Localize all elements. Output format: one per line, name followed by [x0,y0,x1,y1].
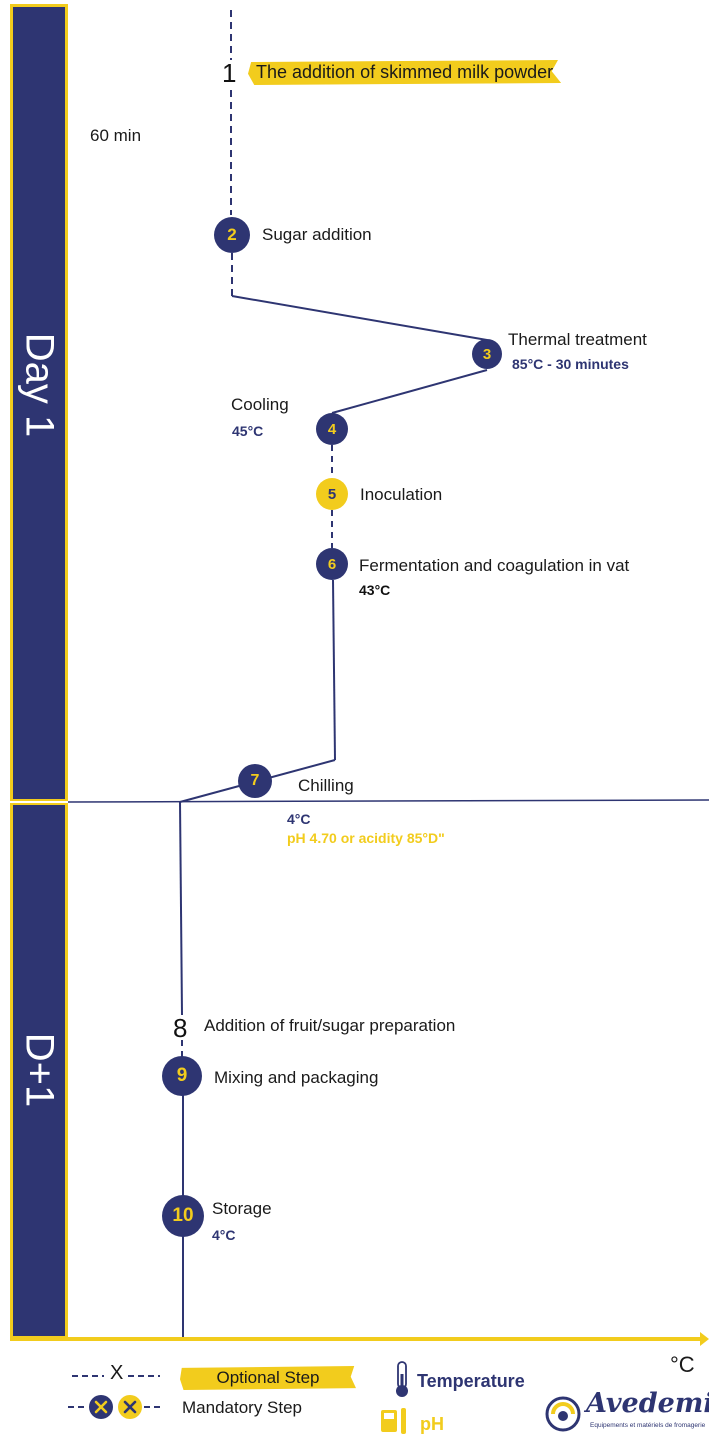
day2-phase-bar [10,802,68,1339]
step-10-temperature: 4°C [212,1227,236,1243]
step-7-ph: pH 4.70 or acidity 85°D" [287,830,445,846]
step-7-label: Chilling [298,776,354,795]
day-divider-line [67,799,709,803]
step-5-marker: 5 [316,478,348,510]
ph-meter-icon [381,1408,406,1434]
step-2-label: Sugar addition [262,225,372,244]
step-9-marker: 9 [162,1056,202,1096]
step-1-number: 1 [222,58,237,88]
step-6-label: Fermentation and coagulation in vat [359,556,630,575]
step-10-marker: 10 [162,1195,204,1237]
thermometer-icon [396,1361,408,1397]
optional-symbol-dashes [72,1375,160,1377]
step-3-temperature: 85°C - 30 minutes [512,356,629,372]
step-8-label: Addition of fruit/sugar preparation [204,1016,456,1035]
step-6-marker: 6 [316,548,348,580]
step-7-temperature: 4°C [287,811,311,827]
brand-logo-icon [545,1396,581,1432]
step-5-label: Inoculation [360,485,443,504]
temperature-legend-label: Temperature [417,1371,525,1391]
step-4-marker: 4 [316,413,348,445]
brand-name: Avedemil [586,1388,709,1419]
step-8-number: 8 [173,1013,188,1043]
flow-segment-3-4 [331,369,488,414]
step-10-label: Storage [212,1199,272,1218]
step-3-label: Thermal treatment [508,330,647,349]
legend: X Optional Step Mandatory Step Temperatu… [0,1360,709,1434]
mandatory-step-label: Mandatory Step [182,1398,303,1417]
axis-arrowhead [700,1332,709,1346]
step-4-temperature: 45°C [232,423,264,439]
optional-symbol-x: X [110,1362,124,1384]
step-1-label: The addition of skimmed milk powder [248,60,562,85]
step-6-temperature: 43°C [359,582,391,598]
step-4-label: Cooling [231,395,289,414]
step-9-label: Mixing and packaging [214,1068,379,1087]
step-7-marker: 7 [238,764,272,798]
step-2-marker: 2 [214,217,250,253]
optional-step-label: Optional Step [180,1366,356,1390]
axis-unit-label: °C [670,1352,695,1377]
duration-label: 60 min [90,126,142,145]
flow-segment-6-down [332,579,336,761]
mandatory-symbol [68,1395,164,1419]
brand-tagline: Equipements et matériels de fromagerie [590,1422,706,1429]
flow-segment-2-3 [231,295,488,341]
flow-segment-7-8 [179,801,183,1016]
step-3-marker: 3 [472,339,502,369]
day1-phase-bar [10,4,68,802]
ph-legend-label: pH [420,1414,444,1434]
